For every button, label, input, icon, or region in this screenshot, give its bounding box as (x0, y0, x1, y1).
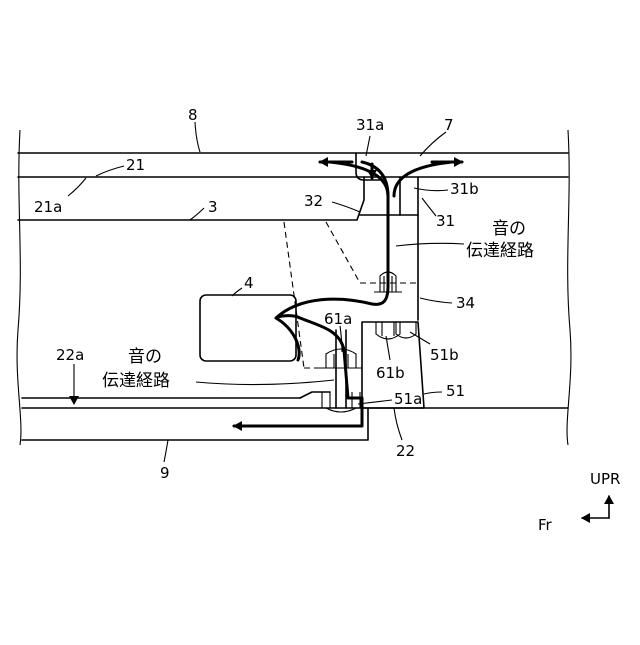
clip-61a (320, 349, 362, 368)
leader-51 (424, 392, 442, 394)
label-34: 34 (456, 294, 475, 312)
label-21: 21 (126, 156, 145, 174)
label-51b: 51b (430, 346, 459, 364)
leader-31b (414, 188, 448, 191)
leader-sound-left (196, 380, 334, 385)
label-21a: 21a (34, 198, 62, 216)
leader-61b (386, 336, 390, 360)
sound-path-left-line2: 伝達経路 (102, 371, 170, 391)
label-22: 22 (396, 442, 415, 460)
sound-path-right-line2: 伝達経路 (466, 241, 534, 261)
label-61a: 61a (324, 310, 352, 328)
leader-21 (96, 166, 124, 176)
leader-8 (195, 122, 200, 152)
leader-32 (332, 202, 360, 212)
label-51: 51 (446, 382, 465, 400)
leader-34 (420, 298, 452, 303)
leader-21a (68, 178, 86, 196)
label-61b: 61b (376, 364, 405, 382)
label-32: 32 (304, 192, 323, 210)
label-7: 7 (444, 116, 454, 134)
label-31: 31 (436, 212, 455, 230)
label-31a: 31a (356, 116, 384, 134)
component-4 (200, 295, 296, 361)
label-8: 8 (188, 106, 198, 124)
floor-top-step (300, 392, 330, 398)
sound-path-right-line1: 音の (492, 219, 526, 239)
dashed-line-b (326, 222, 360, 283)
label-4: 4 (244, 274, 254, 292)
clip-51b (396, 322, 416, 338)
leader-31 (422, 198, 436, 216)
leader-sound-right (396, 243, 464, 246)
dir-front-label: Fr (538, 516, 553, 534)
label-31b: 31b (450, 180, 479, 198)
label-3: 3 (208, 198, 218, 216)
dir-up-label: UPR (590, 470, 620, 488)
panel-9 (22, 408, 368, 440)
label-51a: 51a (394, 390, 422, 408)
leader-9 (164, 440, 168, 462)
clip-51a (322, 392, 360, 412)
leader-22 (394, 408, 402, 440)
leader-3 (190, 208, 204, 220)
label-22a: 22a (56, 346, 84, 364)
label-9: 9 (160, 464, 170, 482)
sound-path-left-line1: 音の (128, 347, 162, 367)
